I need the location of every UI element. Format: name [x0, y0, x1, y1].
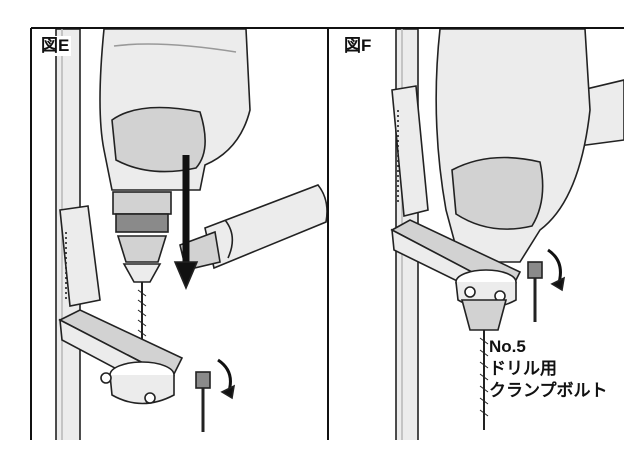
down-arrow-e — [173, 155, 199, 291]
callout-number: No.5 — [489, 337, 526, 356]
drill-body-e — [99, 29, 251, 191]
base-arm-f — [390, 219, 522, 309]
callout-line2: クランプボルト — [489, 381, 608, 400]
drill-chuck-f — [460, 299, 508, 331]
stand-carriage-f — [391, 85, 429, 218]
side-handle-e — [179, 184, 327, 271]
panel-e — [55, 29, 327, 440]
drill-body-f — [435, 29, 591, 263]
drill-bit-f — [479, 330, 489, 430]
panel-f — [390, 29, 624, 440]
panel-f-label: 図F — [342, 36, 374, 56]
stand-carriage-e — [59, 205, 101, 307]
panel-e-label: 図E — [39, 36, 72, 56]
base-arm-e — [58, 309, 184, 405]
callout-line1: ドリル用 — [489, 359, 557, 378]
clamp-bolt-callout: No.5 ドリル用 クランプボルト — [489, 336, 608, 402]
clamp-bolt-e — [195, 358, 236, 432]
drill-chuck-e — [112, 191, 172, 283]
frame — [30, 27, 624, 440]
clamp-bolt-f — [527, 248, 566, 322]
